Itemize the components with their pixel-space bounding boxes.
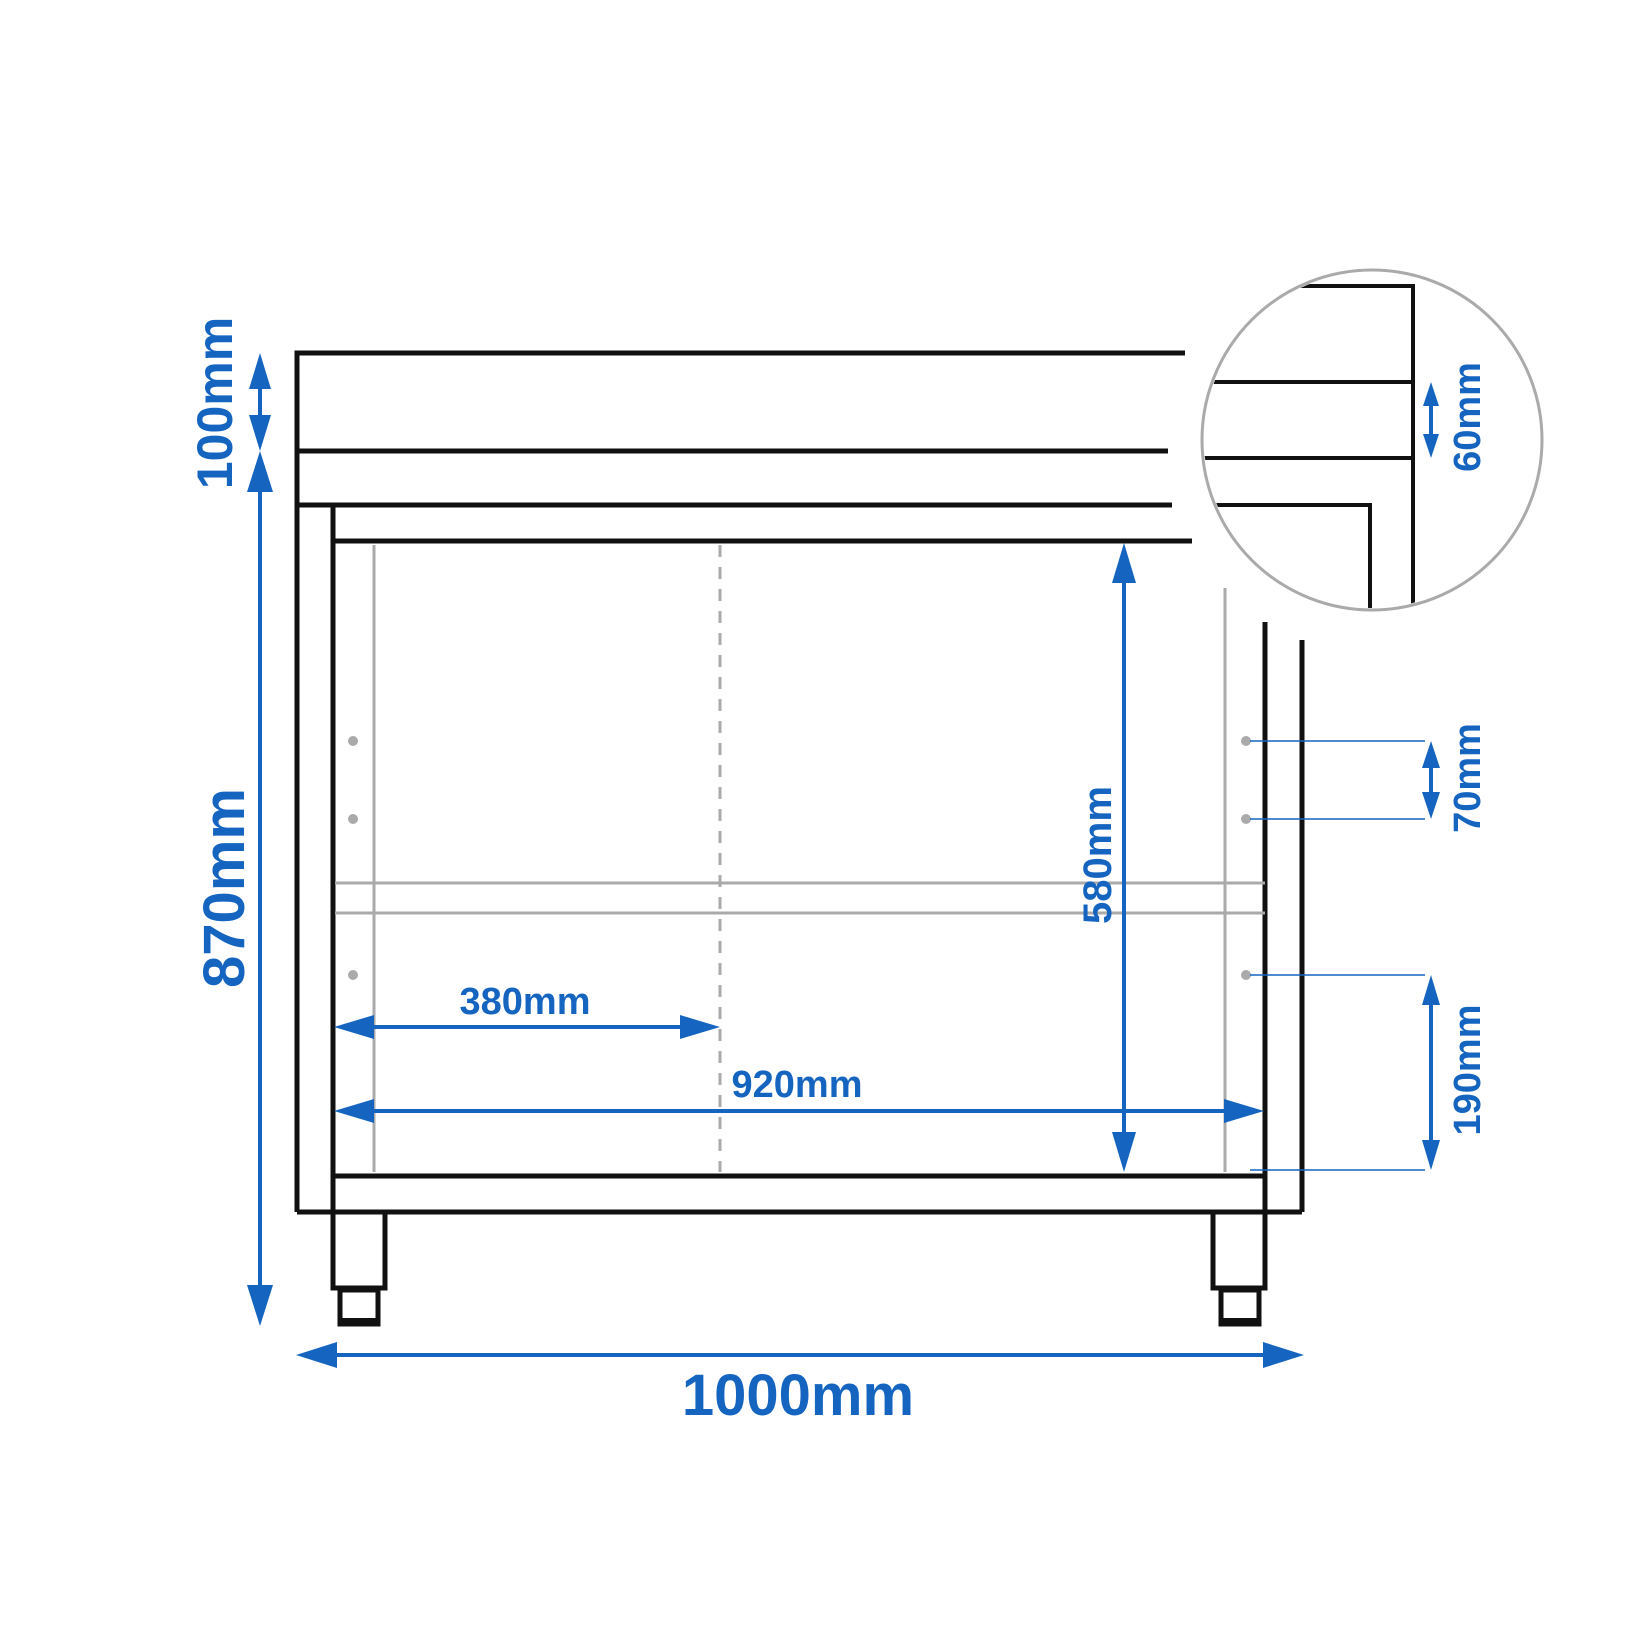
detail-inner-corner: [1204, 503, 1372, 608]
hole-marker: [348, 736, 358, 746]
label-inner-height: 580mm: [1076, 786, 1120, 924]
label-shelf-bottom: 190mm: [1447, 1005, 1489, 1136]
arrowhead: [1422, 975, 1440, 1005]
arrowhead: [247, 1285, 273, 1326]
dimension-lines: [247, 353, 1440, 1368]
arrowhead: [1224, 1099, 1264, 1123]
right-foot: [1210, 1209, 1268, 1291]
detail-magnifier: [1200, 268, 1544, 612]
label-total-height: 870mm: [192, 788, 257, 988]
arrowhead: [334, 1099, 374, 1123]
label-half-width: 380mm: [460, 981, 591, 1023]
table-drawing: [294, 350, 1305, 1327]
shelf-holes: [348, 736, 1251, 980]
arrowhead: [1422, 792, 1440, 819]
hole-marker: [1241, 736, 1251, 746]
arrowhead: [1263, 1342, 1304, 1368]
arrowhead: [334, 1015, 374, 1039]
label-backsplash-height: 100mm: [187, 317, 243, 489]
arrowhead: [680, 1015, 720, 1039]
label-shelf-step: 70mm: [1447, 723, 1489, 833]
arrowhead: [249, 353, 271, 389]
hole-marker: [348, 814, 358, 824]
label-inner-width: 920mm: [732, 1064, 863, 1106]
left-foot: [330, 1209, 388, 1291]
label-detail-height: 60mm: [1447, 362, 1489, 472]
left-foot-shadow: [340, 1318, 378, 1326]
backsplash-outline: [294, 350, 1185, 508]
right-foot-shadow: [1221, 1318, 1259, 1326]
hole-marker: [348, 970, 358, 980]
label-total-width: 1000mm: [682, 1363, 914, 1428]
worktop-edge: [294, 505, 1192, 1212]
arrowhead: [247, 451, 273, 492]
arrowhead: [1112, 543, 1136, 583]
shelf-structure: [335, 545, 1265, 1172]
arrowhead: [1422, 1140, 1440, 1170]
hole-marker: [1241, 970, 1251, 980]
arrowhead: [1422, 741, 1440, 768]
arrowhead: [296, 1342, 337, 1368]
arrowhead: [249, 415, 271, 451]
arrowhead: [1423, 434, 1439, 458]
arrowhead: [1423, 382, 1439, 406]
arrowhead: [1112, 1132, 1136, 1172]
extension-lines: [1250, 740, 1425, 1171]
hole-marker: [1241, 814, 1251, 824]
detail-circle: [1200, 268, 1544, 612]
